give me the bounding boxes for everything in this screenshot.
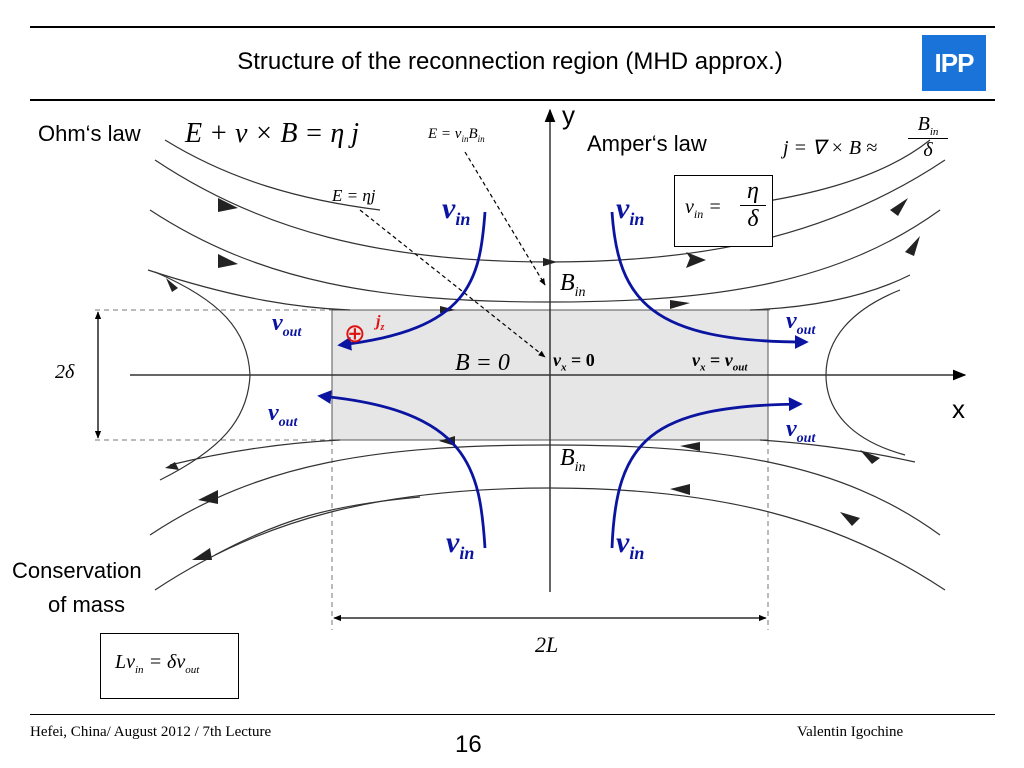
vin-equation-box (674, 175, 773, 247)
inflow-bottom-left (317, 390, 487, 549)
current-jz-label: jz (376, 313, 385, 334)
two-L-label: 2L (535, 632, 559, 657)
footer-rule (30, 714, 995, 715)
B-in-bottom-label: Bin (560, 445, 586, 475)
mass-equation-box (100, 633, 239, 699)
field-lines-bottom (149, 439, 946, 591)
vout-label-bottom-right: vout (786, 416, 816, 446)
vx-zero-label: vx = 0 (553, 350, 595, 374)
footer-left-text: Hefei, China/ August 2012 / 7th Lecture (30, 724, 272, 740)
pointer-label-E-vinBin: E = vinBin (428, 126, 485, 144)
two-delta-label: 2δ (55, 361, 75, 383)
header-bottom-rule (30, 99, 995, 101)
vin-label-bottom-right: vin (616, 526, 645, 563)
vout-label-top-left: vout (272, 310, 302, 340)
mass-equation: Lvin = δvout (115, 651, 200, 676)
pointer-E-vinBin (464, 151, 546, 286)
mass-label-line1: Conservation (12, 558, 142, 583)
inflow-top-right (610, 211, 809, 349)
field-arrowheads (165, 198, 920, 560)
ohm-law-label: Ohm‘s law (38, 121, 141, 146)
left-separatrix (154, 271, 251, 481)
mass-label-line2: of mass (48, 592, 126, 617)
page-number: 16 (455, 731, 482, 758)
vx-vout-label: vx = vout (692, 350, 748, 374)
inflow-top-left (337, 211, 487, 351)
vin-label-top-left: vin (442, 192, 471, 229)
axis-x-label: x (952, 394, 965, 424)
footer-author: Valentin Igochine (797, 724, 904, 740)
ampere-fraction: Bin δ (908, 113, 948, 162)
right-separatrix (825, 289, 906, 456)
ipp-logo: IPP (922, 35, 986, 91)
plasma-flow (317, 211, 809, 549)
field-lines-top (147, 139, 946, 311)
pointer-label-E-etaj: E = ηj (332, 186, 376, 205)
slide-title: Structure of the reconnection region (MH… (237, 48, 783, 75)
inflow-bottom-right (610, 397, 803, 549)
pointer-E-etaj (359, 209, 546, 358)
vout-label-top-right: vout (786, 308, 816, 338)
B-in-top-label: Bin (560, 270, 586, 300)
vin-fraction: η δ (740, 178, 766, 233)
axis-y-label: y (562, 100, 575, 130)
vout-label-bottom-left: vout (268, 400, 298, 430)
current-jz-symbol: ⊕ (344, 318, 366, 348)
ohm-law-equation: E + v × B = η j (185, 118, 359, 149)
B-zero-label: B = 0 (455, 350, 510, 376)
vin-label-bottom-left: vin (446, 526, 475, 563)
vin-equation: vin = (685, 196, 722, 221)
vin-label-top-right: vin (616, 192, 645, 229)
ampere-law-equation: j = ∇ × B ≈ (783, 137, 878, 159)
header-top-rule (30, 26, 995, 28)
ampere-law-label: Amper‘s law (587, 131, 707, 156)
